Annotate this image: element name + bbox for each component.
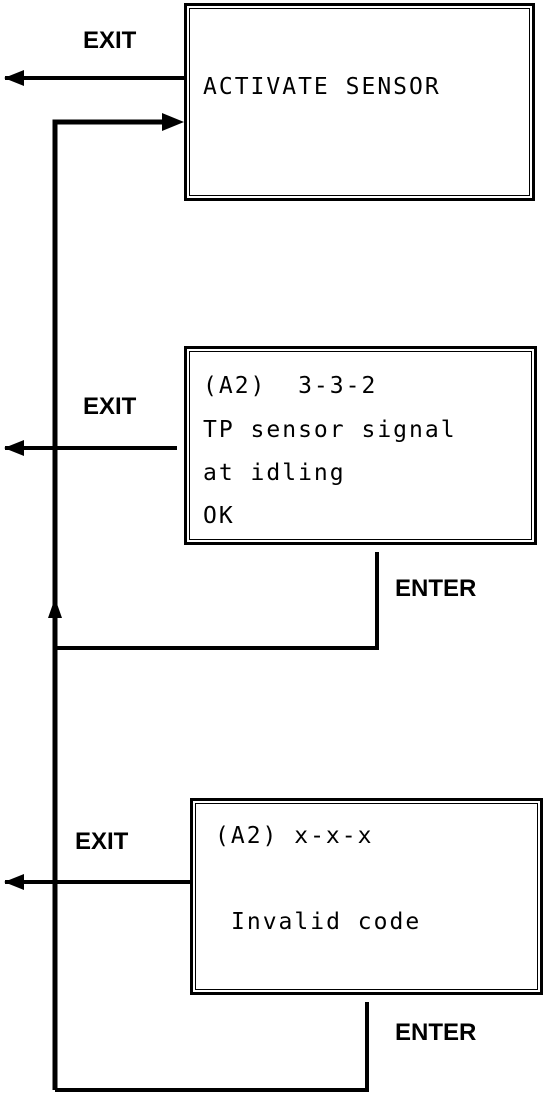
screen-text-line: OK (203, 503, 235, 529)
screen-text-line: (A2) x-x-x (215, 823, 374, 849)
exit-arrowhead-2 (4, 440, 24, 456)
exit-label-3: EXIT (75, 828, 129, 855)
exit-arrowhead-3 (4, 874, 24, 890)
screen-text-line: ACTIVATE SENSOR (203, 74, 441, 100)
screen-activate-sensor: ACTIVATE SENSOR (184, 3, 535, 201)
return-path-main (52, 119, 172, 1090)
exit-label-2: EXIT (83, 393, 137, 420)
return-arrowhead-mid (48, 598, 62, 618)
screen-text-line: at idling (203, 460, 346, 486)
enter-path-1 (55, 552, 379, 650)
screen-text-line: Invalid code (231, 909, 422, 935)
return-arrowhead-top (162, 113, 184, 131)
screen-tp-sensor-signal: (A2) 3-3-2 TP sensor signal at idling OK (184, 346, 537, 545)
exit-label-1: EXIT (83, 27, 137, 54)
enter-path-2 (55, 1002, 369, 1092)
screen-invalid-code: (A2) x-x-x Invalid code (190, 798, 543, 995)
screen-text-line: (A2) 3-3-2 (203, 373, 378, 399)
enter-label-1: ENTER (395, 575, 477, 602)
exit-arrowhead-1 (4, 70, 24, 86)
enter-label-2: ENTER (395, 1019, 477, 1046)
screen-text-line: TP sensor signal (203, 417, 457, 443)
